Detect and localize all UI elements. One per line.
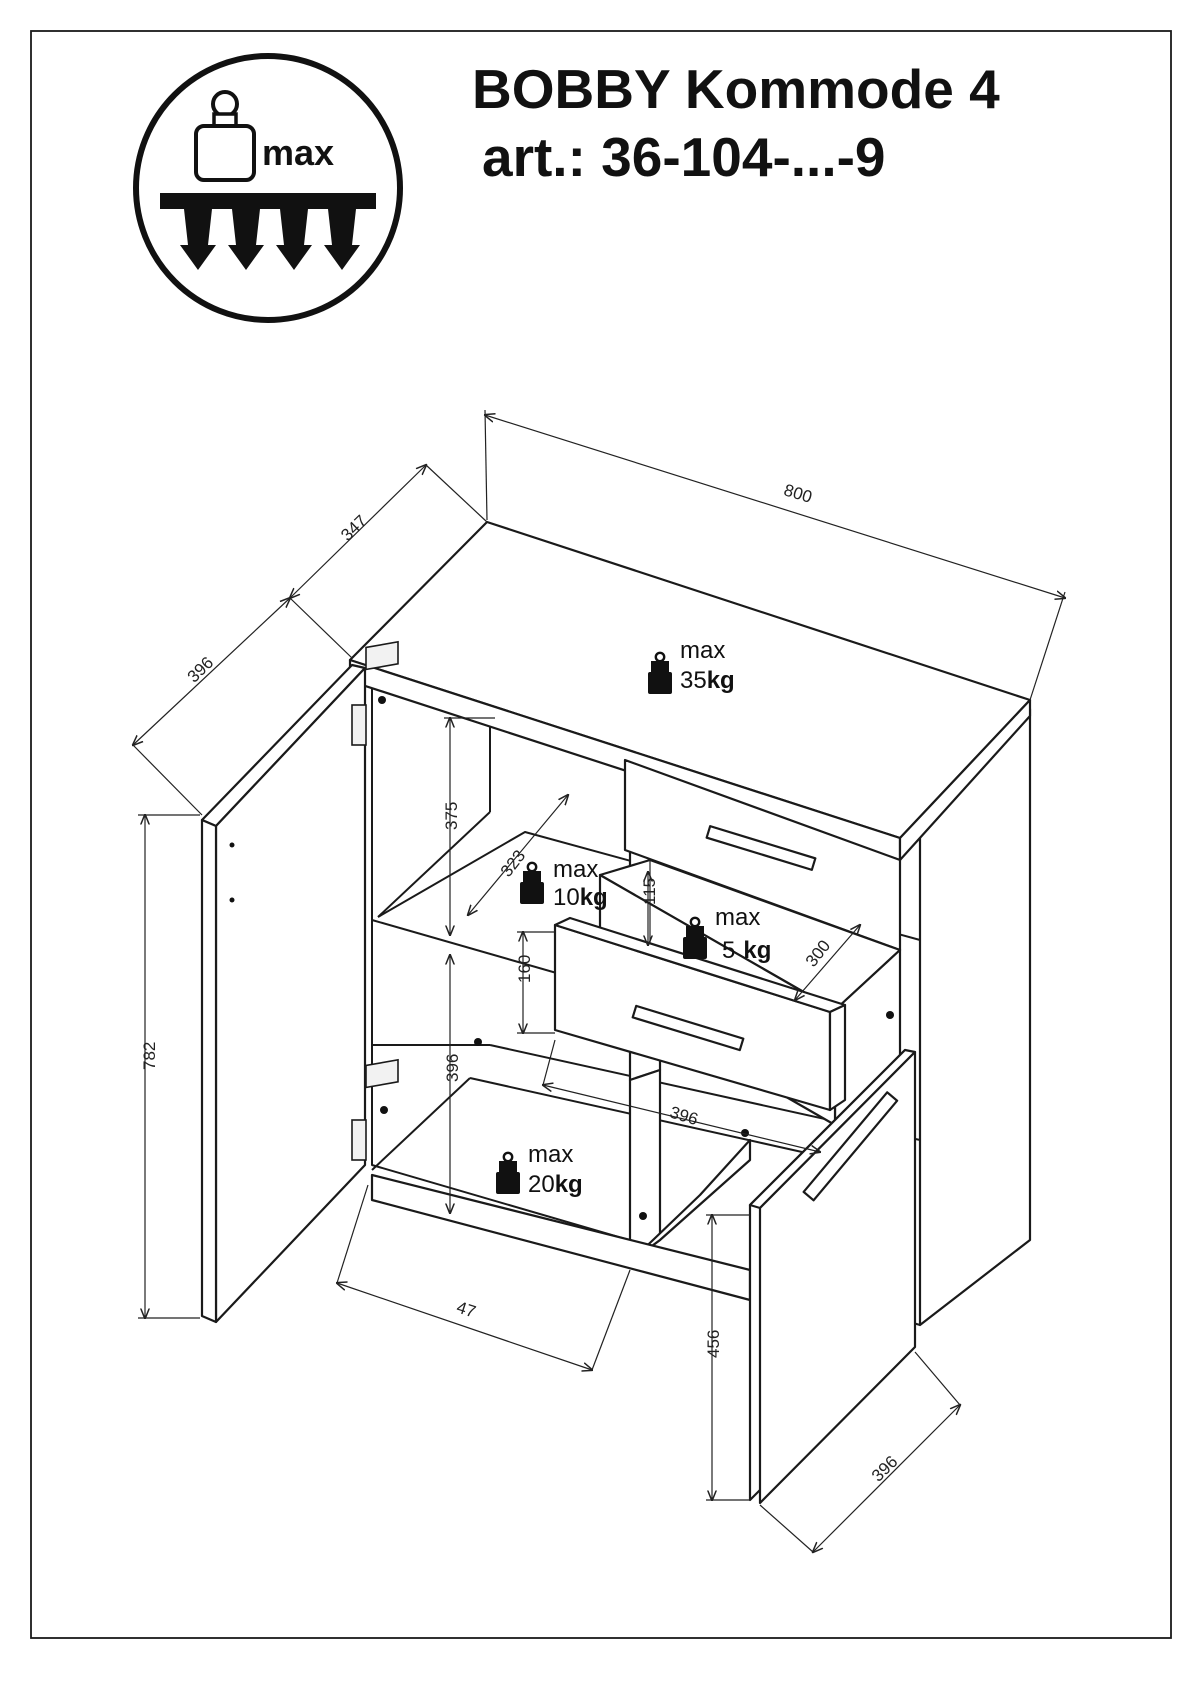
dim-inner-width: 396	[668, 1103, 701, 1129]
weight-icon	[494, 1151, 522, 1196]
hinge-upper	[351, 640, 399, 746]
load-bottom-max: max	[528, 1141, 573, 1168]
load-bottom-unit: kg	[555, 1171, 583, 1198]
hinge-lower	[351, 1058, 399, 1161]
dim-door-height: 456	[704, 1330, 723, 1358]
dim-drawer-inner-height: 115	[640, 878, 659, 905]
weight-icon	[518, 861, 546, 906]
load-top-max: max	[680, 637, 725, 664]
weight-load-icon	[133, 53, 403, 323]
load-shelf-unit: kg	[580, 884, 608, 911]
dimension-lines	[133, 409, 1065, 1552]
product-title: BOBBY Kommode 4	[472, 58, 1000, 120]
page-frame	[30, 30, 1172, 1639]
article-number: art.: 36-104-...-9	[482, 126, 886, 188]
load-bottom: max 20kg	[494, 1141, 583, 1198]
dim-open-height: 160	[515, 955, 534, 983]
dim-height: 782	[140, 1042, 159, 1070]
dim-depth-top: 347	[337, 511, 371, 544]
dim-door-width-left: 396	[184, 653, 218, 686]
load-shelf-value: 10	[553, 884, 580, 911]
load-top-value: 35	[680, 667, 707, 694]
dim-lower-height: 396	[443, 1054, 462, 1082]
dim-door-width-right: 396	[868, 1452, 902, 1485]
load-drawer-weight: 5 kg	[722, 937, 771, 964]
dim-shelf-height: 375	[442, 802, 461, 830]
load-shelf: max 10kg	[518, 856, 608, 911]
load-top-weight: 35kg	[680, 667, 735, 694]
load-top: max 35kg	[646, 637, 735, 696]
load-drawer-max: max	[715, 904, 760, 931]
load-bottom-value: 20	[528, 1171, 555, 1198]
load-shelf-max: max	[553, 856, 598, 883]
icon-max-label: max	[262, 132, 334, 173]
load-top-unit: kg	[707, 667, 735, 694]
cabinet-drawing	[200, 520, 1032, 1505]
load-drawer-value: 5	[722, 937, 735, 964]
load-drawer: max 5 kg	[681, 904, 771, 964]
load-bottom-weight: 20kg	[528, 1171, 583, 1198]
load-drawer-unit: kg	[743, 937, 771, 964]
load-shelf-weight: 10kg	[553, 884, 608, 911]
dim-plinth: 47	[454, 1298, 478, 1322]
dim-width: 800	[782, 480, 815, 506]
